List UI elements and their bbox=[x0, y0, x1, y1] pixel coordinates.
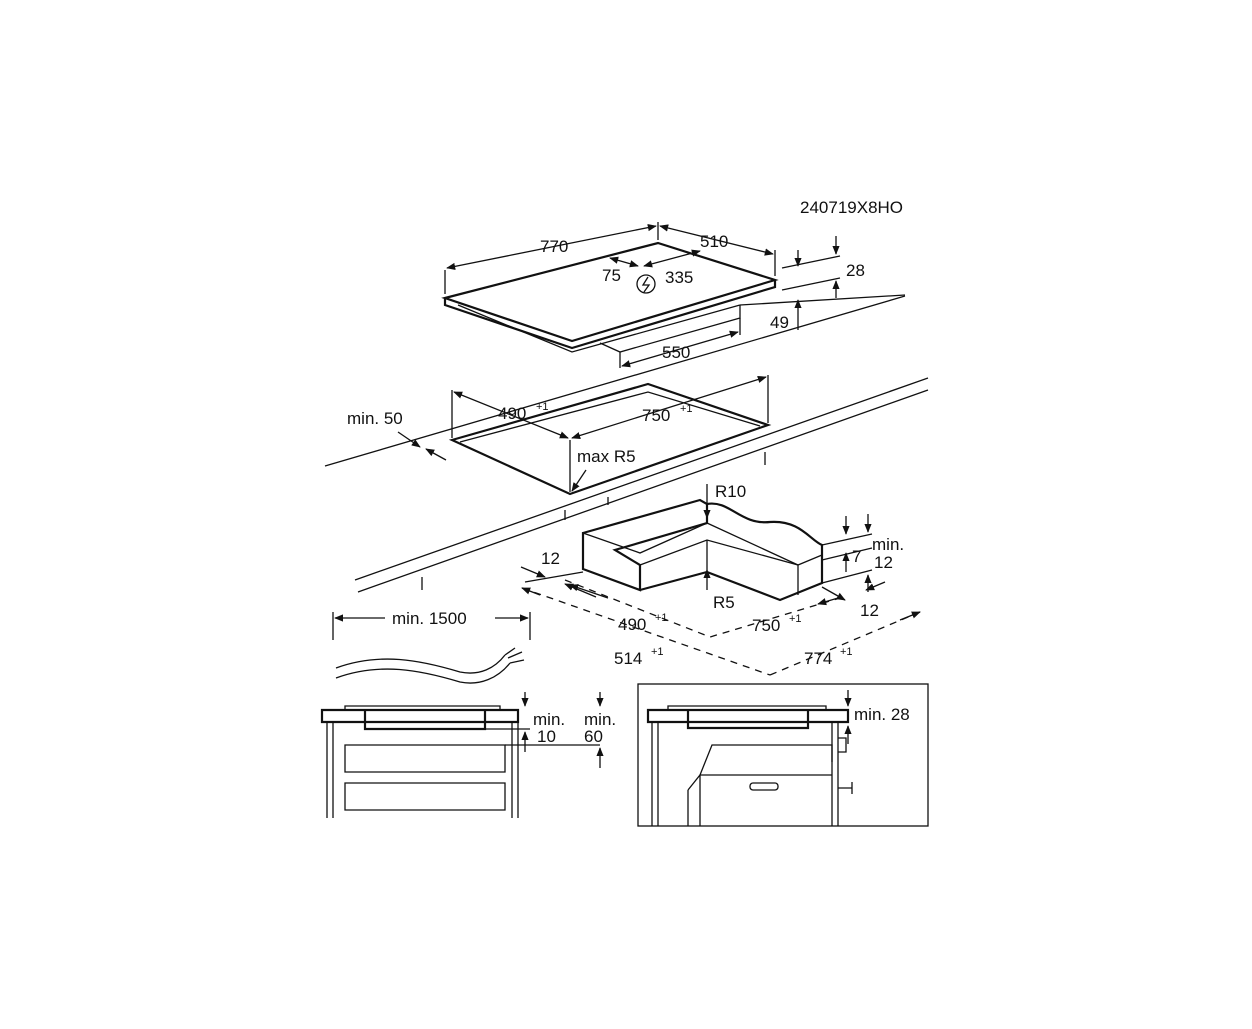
dim-hob-width: 770 bbox=[540, 237, 568, 256]
dim-min-edge: min. 50 bbox=[347, 409, 403, 428]
dim-drawer-val-a: 10 bbox=[537, 727, 556, 746]
dim-inner-depth: 490 bbox=[618, 615, 646, 634]
dim-min-label: min. bbox=[872, 535, 904, 554]
dim-frame-radius-top: R10 bbox=[715, 482, 746, 501]
drawer-front-1 bbox=[344, 744, 506, 773]
drawer-install-drawing: min. 10 min. 60 bbox=[320, 692, 616, 818]
cable-wires-icon bbox=[504, 647, 525, 664]
cable-drawing: min. 1500 bbox=[332, 609, 531, 684]
dim-rim-left: 12 bbox=[541, 549, 560, 568]
dim-hob-depth: 510 bbox=[700, 232, 728, 251]
worktop-front-edge-bottom bbox=[357, 389, 929, 593]
dim-drawer-val-b: 60 bbox=[584, 727, 603, 746]
dim-outer-depth: 514 bbox=[614, 649, 642, 668]
dim-hob-thickness: 28 bbox=[846, 261, 865, 280]
dim-cable-offset: 75 bbox=[602, 266, 621, 285]
dim-frame-radius-inner: R5 bbox=[713, 593, 735, 612]
dim-outer-width: 774 bbox=[804, 649, 832, 668]
dim-outer-width-tol: +1 bbox=[840, 646, 853, 658]
frame-section-drawing: R10 R5 12 min. 7 12 12 490 +1 750 bbox=[520, 482, 921, 676]
dim-min-12: 12 bbox=[874, 553, 893, 572]
dim-cutout-width-tol: +1 bbox=[680, 403, 693, 415]
drawer-front-2 bbox=[344, 782, 506, 811]
dim-rim-right: 12 bbox=[860, 601, 879, 620]
dim-drawer-min-a: min. bbox=[533, 710, 565, 729]
drawer-left-post bbox=[326, 722, 334, 818]
dim-corner-radius: max R5 bbox=[577, 447, 636, 466]
dim-inner-width-tol: +1 bbox=[789, 613, 802, 625]
oven-worktop bbox=[646, 708, 850, 724]
oven-left-post bbox=[651, 722, 659, 826]
dim-oven-min-gap: min. 28 bbox=[854, 705, 910, 724]
drawer-right-post bbox=[511, 722, 519, 818]
dim-outer-depth-tol: +1 bbox=[651, 646, 664, 658]
hob-glass-edge bbox=[443, 280, 777, 350]
hob-glass-top bbox=[441, 241, 779, 343]
oven-handle bbox=[749, 782, 779, 791]
dim-drawer-min-b: min. bbox=[584, 710, 616, 729]
oven-top bbox=[699, 744, 833, 776]
model-code: 240719X8HO bbox=[800, 198, 903, 217]
cable-lower bbox=[335, 662, 511, 684]
dim-inner-width: 750 bbox=[752, 616, 780, 635]
frame-right-block bbox=[639, 502, 824, 602]
cutout-outline bbox=[448, 382, 772, 496]
lightning-icon bbox=[641, 276, 651, 293]
dim-depth-line bbox=[659, 224, 774, 256]
worktop-front-edge-top bbox=[354, 377, 929, 581]
frame-left-block bbox=[581, 498, 709, 592]
dim-cable-length: min. 1500 bbox=[392, 609, 467, 628]
dim-cutout-width: 750 bbox=[642, 406, 670, 425]
drawer-hob-body bbox=[363, 710, 487, 731]
cable-upper bbox=[335, 654, 506, 674]
oven-frame bbox=[637, 683, 929, 827]
dim-width-line bbox=[446, 224, 657, 270]
dim-cutout-depth: 490 bbox=[498, 404, 526, 423]
worktop-cutout-drawing: 490 +1 750 +1 min. 50 max R5 bbox=[324, 295, 929, 593]
oven-hob-body bbox=[686, 710, 810, 730]
oven-install-drawing: min. 28 bbox=[637, 683, 929, 827]
dim-hob-bottom: 550 bbox=[662, 343, 690, 362]
hob-body bbox=[457, 304, 741, 353]
hob-drawing: 770 510 75 335 28 49 550 bbox=[441, 222, 906, 368]
drawer-worktop bbox=[320, 708, 520, 724]
power-symbol-icon bbox=[636, 274, 656, 294]
dim-cutout-depth-tol: +1 bbox=[536, 401, 549, 413]
dim-inner-depth-tol: +1 bbox=[655, 612, 668, 624]
oven-right-post bbox=[831, 722, 839, 826]
dim-cable-distance: 335 bbox=[665, 268, 693, 287]
dim-min-7: 7 bbox=[852, 547, 861, 566]
worktop-back-edge bbox=[324, 295, 906, 467]
dim-hob-height: 49 bbox=[770, 313, 789, 332]
